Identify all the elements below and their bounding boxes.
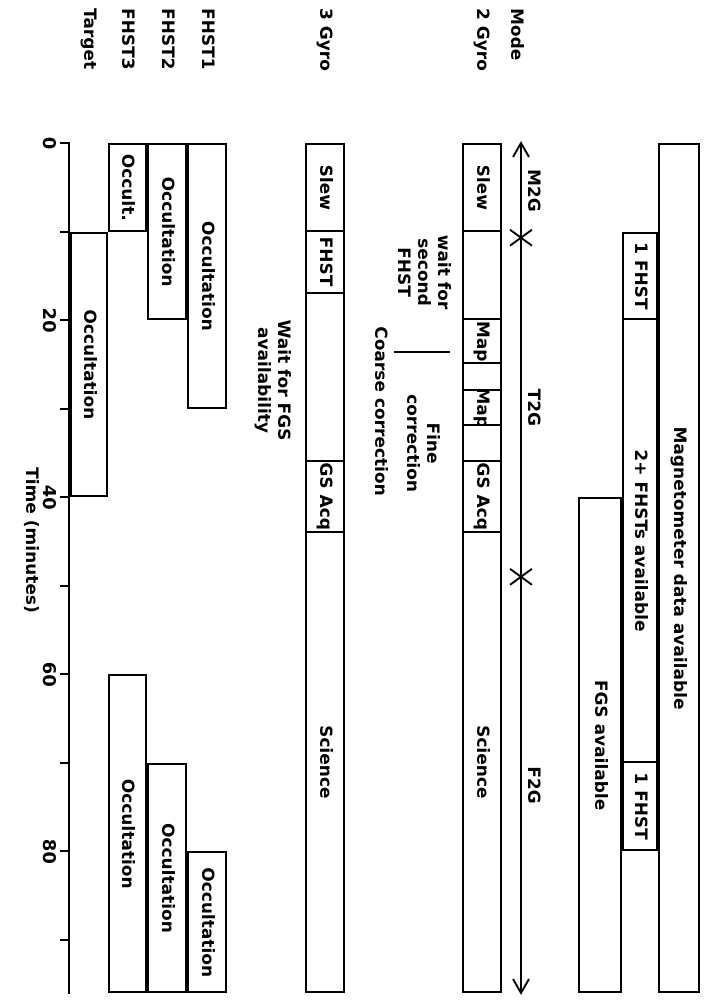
arrowhead-end — [512, 978, 530, 996]
row-label-2-gyro: 2 Gyro — [472, 8, 492, 71]
bar-label: Occultation — [79, 309, 99, 420]
annotation-line: Fine — [422, 422, 442, 464]
row-label-fhst3: FHST3 — [117, 8, 138, 70]
bar-label: Occultation — [197, 220, 217, 331]
gantt-bar-fhst-availability: 1 FHST — [622, 760, 658, 852]
gantt-bar-fgs-availability: FGS available — [578, 497, 622, 993]
axis-tick-label: 80 — [38, 838, 59, 864]
segment-boundary-cross — [509, 228, 533, 247]
gantt-bar-3-gyro: FHST — [305, 229, 345, 294]
bar-label: FGS available — [590, 679, 610, 811]
bar-label: Map — [472, 320, 492, 362]
row-label-fhst2: FHST2 — [157, 8, 177, 70]
bar-label: Science — [315, 725, 335, 799]
bar-label: GS Acq — [472, 462, 492, 530]
gantt-bar-target: Occultation — [70, 231, 108, 498]
gantt-bar-fhst1: Occultation — [187, 851, 227, 993]
bar-label: Occultation — [197, 867, 217, 978]
bar-label: 1 FHST — [630, 772, 650, 840]
bar-label: Map — [472, 387, 492, 428]
annotation-leader-line — [394, 351, 450, 353]
annotation-line: Coarse correction — [370, 326, 390, 496]
annotation-line: second — [413, 238, 433, 306]
gantt-bar-3-gyro — [305, 291, 345, 462]
gantt-bar-2-gyro — [462, 229, 502, 321]
gantt-bar-fhst3: Occult. — [108, 143, 147, 232]
bar-label: Slew — [315, 164, 335, 210]
gantt-bar-2-gyro — [462, 424, 502, 462]
row-label-3-gyro: 3 Gyro — [315, 8, 335, 71]
gantt-bar-fhst2: Occultation — [147, 143, 187, 321]
axis-tick — [60, 407, 70, 410]
axis-tick — [60, 319, 70, 322]
bar-label: Occult. — [117, 153, 138, 221]
axis-tick — [60, 938, 70, 941]
axis-tick — [60, 142, 70, 144]
gantt-bar-fhst3: Occultation — [108, 674, 147, 993]
axis-tick — [60, 761, 70, 764]
axis-tick-label: 40 — [38, 484, 59, 510]
gantt-bar-2-gyro: Map — [462, 318, 502, 365]
axis-tick-label: 20 — [38, 307, 59, 333]
bar-label: Science — [472, 725, 492, 799]
mode-segment-label: F2G — [523, 766, 543, 803]
gantt-bar-fhst-availability: 2+ FHSTs available — [622, 318, 658, 763]
bar-label: Magnetometer data available — [669, 426, 689, 710]
bar-label: 1 FHST — [630, 242, 650, 310]
gantt-bar-2-gyro: Science — [462, 530, 502, 993]
axis-tick — [60, 850, 70, 853]
bar-label: GS Acq — [315, 462, 335, 530]
annotation-line: correction — [402, 394, 422, 492]
gantt-bar-2-gyro: Map — [462, 387, 502, 428]
gantt-bar-magnetometer: Magnetometer data available — [658, 143, 700, 993]
gantt-bar-fhst-availability: 1 FHST — [622, 231, 658, 321]
bar-label: Occultation — [157, 176, 177, 287]
axis-tick-label: 0 — [38, 136, 59, 150]
annotation-line: availability — [253, 326, 273, 433]
gantt-bar-3-gyro: Slew — [305, 143, 345, 232]
axis-tick — [60, 496, 70, 499]
gantt-bar-fhst2: Occultation — [147, 762, 187, 993]
annotation-coarse-correction: Coarse correction — [370, 326, 390, 495]
gantt-bar-2-gyro: GS Acq — [462, 459, 502, 533]
bar-label: Occultation — [117, 778, 138, 889]
arrowhead-start — [512, 140, 530, 158]
axis-tick — [60, 584, 70, 587]
annotation-line: Wait for FGS — [273, 319, 293, 441]
axis-tick-label: 60 — [38, 661, 59, 687]
row-label-fhst1: FHST1 — [197, 8, 217, 70]
bar-label: FHST — [315, 236, 335, 287]
annotation-line: wait for — [433, 234, 453, 310]
axis-tick — [60, 230, 70, 233]
mode-segment-label: T2G — [523, 389, 543, 426]
bar-label: Occultation — [157, 822, 177, 933]
axis-tick — [60, 673, 70, 676]
bar-label: 2+ FHSTs available — [630, 449, 650, 632]
annotation-line: FHST — [393, 247, 413, 297]
gantt-bar-2-gyro: Slew — [462, 143, 502, 232]
row-label-target: Target — [79, 8, 99, 70]
bar-label: Slew — [472, 164, 492, 210]
gantt-bar-fhst1: Occultation — [187, 143, 227, 409]
row-label-mode: Mode — [506, 8, 526, 61]
time-axis — [68, 142, 70, 994]
gantt-bar-3-gyro: Science — [305, 530, 345, 993]
gantt-bar-3-gyro: GS Acq — [305, 459, 345, 533]
mode-segment-label: M2G — [523, 169, 543, 212]
segment-boundary-cross — [509, 568, 533, 586]
